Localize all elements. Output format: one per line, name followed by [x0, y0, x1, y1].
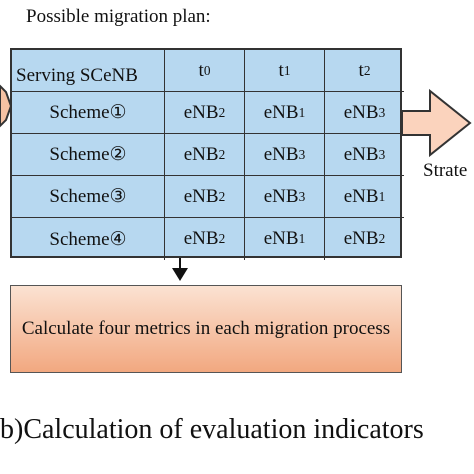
process-box-text: Calculate four metrics in each migration… [21, 318, 391, 339]
down-arrow-icon [172, 268, 188, 281]
scheme-label: Scheme① [12, 92, 165, 134]
strategy-label: Strate [423, 160, 468, 181]
right-block-arrow-icon [401, 88, 472, 158]
scheme-label: Scheme④ [12, 218, 165, 260]
scheme-label: Scheme② [12, 134, 165, 176]
plan-heading: Possible migration plan: [26, 6, 211, 27]
left-incoming-arrow-icon [0, 84, 13, 128]
scheme-label: Scheme③ [12, 176, 165, 218]
figure-caption: b)Calculation of evaluation indicators [0, 414, 424, 445]
metrics-process-box: Calculate four metrics in each migration… [10, 285, 402, 373]
corner-header: Serving SCeNB [12, 50, 165, 92]
